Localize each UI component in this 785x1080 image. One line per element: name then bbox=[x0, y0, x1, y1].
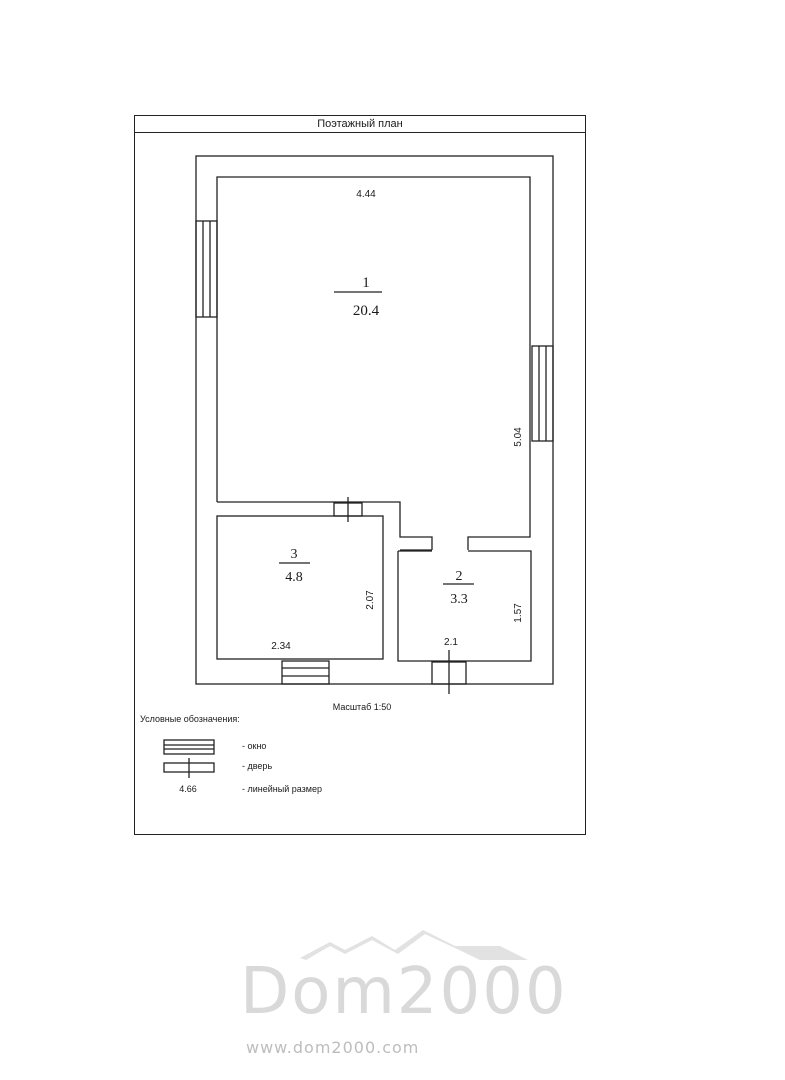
room3-wall bbox=[216, 515, 384, 660]
window-right bbox=[531, 345, 554, 442]
room1-wall bbox=[216, 176, 531, 550]
room1-bottom-wall bbox=[217, 501, 433, 550]
window-bottom bbox=[281, 660, 330, 685]
room1-area: 20.4 bbox=[353, 303, 380, 319]
legend-title: Условные обозначения: bbox=[140, 714, 240, 724]
room3-number: 3 bbox=[291, 547, 298, 562]
scale-label: Масштаб 1:50 bbox=[333, 702, 392, 712]
legend-door-label: - дверь bbox=[242, 761, 272, 771]
dim-room1-height: 5.04 bbox=[513, 427, 524, 447]
room1-number: 1 bbox=[362, 275, 370, 291]
room2-area: 3.3 bbox=[450, 592, 468, 607]
dim-room3-width: 2.34 bbox=[271, 641, 291, 652]
watermark-logo-roof bbox=[300, 930, 528, 960]
sheet-title: Поэтажный план bbox=[135, 116, 585, 133]
floor-plan-sheet: Поэтажный план bbox=[134, 115, 586, 835]
legend-window-symbol bbox=[163, 739, 215, 755]
dim-room1-width: 4.44 bbox=[356, 189, 376, 200]
watermark-url: www.dom2000.com bbox=[246, 1038, 420, 1057]
room2-wall-left bbox=[397, 550, 532, 662]
room2-number: 2 bbox=[456, 569, 463, 584]
legend-dimension-label: - линейный размер bbox=[242, 784, 322, 794]
dim-room2-height: 1.57 bbox=[513, 603, 524, 623]
legend-dimension-sample: 4.66 bbox=[179, 784, 197, 794]
dim-room2-width: 2.1 bbox=[444, 637, 458, 648]
watermark-brand: Dom2000 bbox=[240, 955, 568, 1029]
dim-room3-height: 2.07 bbox=[365, 590, 376, 610]
room3-area: 4.8 bbox=[285, 570, 303, 585]
window-left bbox=[195, 220, 218, 318]
legend-window-label: - окно bbox=[242, 741, 266, 751]
